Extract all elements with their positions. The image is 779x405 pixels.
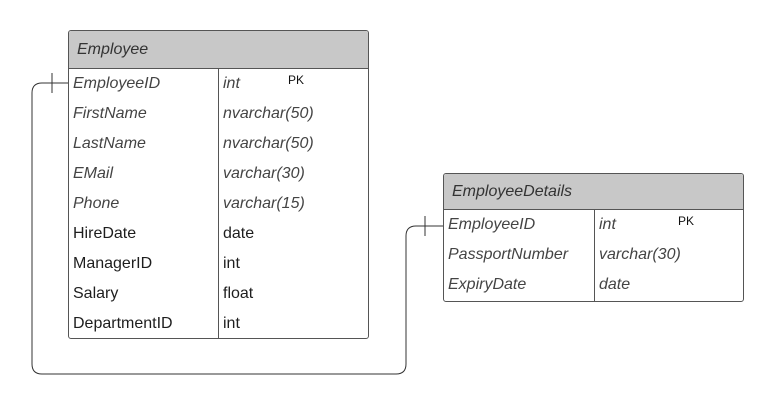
column-row[interactable]: EmployeeID int PK [69,69,368,99]
column-name: ManagerID [73,255,153,272]
column-name: Phone [73,195,120,212]
employee-details-table[interactable]: EmployeeDetails EmployeeID int PK Passpo… [443,173,744,302]
column-type: varchar(30) [599,246,681,263]
column-type: int [223,75,240,92]
column-row[interactable]: Phone varchar(15) [69,189,368,219]
column-name: ExpiryDate [448,276,527,293]
column-type: int [599,216,616,233]
column-row[interactable]: PassportNumber varchar(30) [444,240,743,270]
column-type: float [223,285,254,302]
column-type: varchar(30) [223,165,305,182]
table-title: EmployeeDetails [444,174,743,210]
column-type: int [223,255,240,272]
column-type: varchar(15) [223,195,305,212]
column-name: PassportNumber [448,246,569,263]
column-name: EmployeeID [448,216,536,233]
column-row[interactable]: ManagerID int [69,249,368,279]
column-name: FirstName [73,105,147,122]
column-type: int [223,315,240,332]
column-row[interactable]: EmployeeID int PK [444,210,743,240]
column-name: Salary [73,285,119,302]
column-name: HireDate [73,225,137,242]
table-title: Employee [69,31,368,69]
column-type: nvarchar(50) [223,135,314,152]
column-row[interactable]: EMail varchar(30) [69,159,368,189]
column-divider [594,210,595,301]
column-row[interactable]: ExpiryDate date [444,270,743,300]
primary-key-marker: PK [288,73,305,87]
column-name: DepartmentID [73,315,173,332]
column-name: LastName [73,135,146,152]
employee-table[interactable]: Employee EmployeeID int PK FirstName nva… [68,30,369,339]
column-divider [218,69,219,338]
column-name: EmployeeID [73,75,161,92]
column-name: EMail [73,165,114,182]
column-row[interactable]: DepartmentID int [69,309,368,338]
column-row[interactable]: Salary float [69,279,368,309]
column-type: date [223,225,255,242]
column-type: nvarchar(50) [223,105,314,122]
primary-key-marker: PK [678,214,695,228]
column-row[interactable]: HireDate date [69,219,368,249]
column-row[interactable]: LastName nvarchar(50) [69,129,368,159]
column-row[interactable]: FirstName nvarchar(50) [69,99,368,129]
column-type: date [599,276,631,293]
